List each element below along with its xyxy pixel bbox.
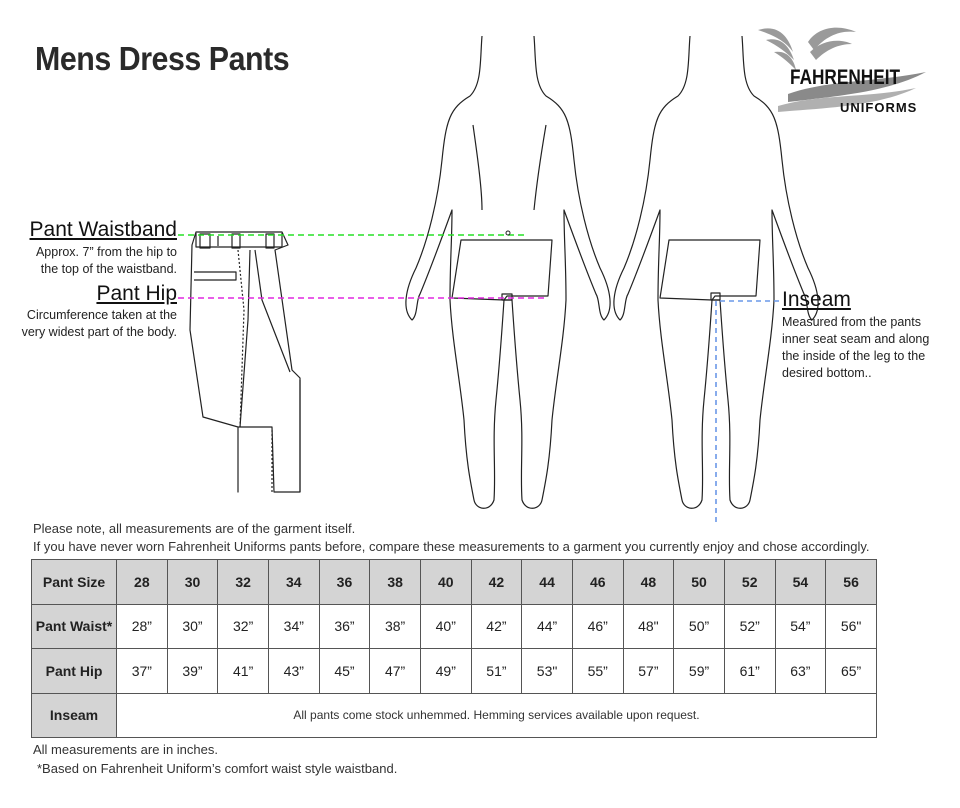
waist-cell: 32”: [217, 603, 269, 649]
hip-cell: 53": [521, 648, 573, 694]
size-cell: 28: [116, 559, 168, 605]
size-cell: 46: [571, 559, 624, 605]
waist-cell: 34”: [267, 603, 320, 649]
logo-wordmark-uniforms: UNIFORMS: [840, 100, 917, 115]
waist-cell: 36”: [318, 603, 371, 649]
waist-cell: 28”: [116, 603, 168, 649]
inseam-description: Measured from the pants inner seat seam …: [782, 314, 929, 382]
size-cell: 48: [622, 559, 675, 605]
size-cell: 52: [723, 559, 776, 605]
row-header: Inseam: [31, 692, 117, 738]
inseam-desc-line: the inside of the leg to the: [782, 349, 926, 363]
hip-cell: 47”: [369, 648, 421, 694]
size-cell: 30: [166, 559, 219, 605]
waist-cell: 54”: [774, 603, 827, 649]
note-garment: Please note, all measurements are of the…: [33, 521, 356, 536]
hip-desc-line: Circumference taken at the: [26, 308, 177, 322]
waist-cell: 30”: [166, 603, 219, 649]
hip-cell: 41”: [217, 648, 269, 694]
waist-cell: 46”: [571, 603, 624, 649]
hip-cell: 59”: [673, 648, 725, 694]
note-comfort-waist: *Based on Fahrenheit Uniform’s comfort w…: [37, 761, 398, 776]
hip-cell: 43”: [267, 648, 320, 694]
size-cell: 50: [673, 559, 725, 605]
row-header: Pant Waist*: [31, 603, 117, 649]
hip-cell: 57”: [622, 648, 675, 694]
note-compare: If you have never worn Fahrenheit Unifor…: [33, 539, 870, 554]
inseam-desc-line: inner seat seam and along: [782, 332, 930, 346]
waist-cell: 52”: [723, 603, 776, 649]
waistband-description: Approx. 7” from the hip to the top of th…: [36, 244, 177, 278]
inseam-heading: Inseam: [782, 288, 851, 311]
hip-desc-line: very widest part of the body.: [21, 325, 177, 339]
size-cell: 36: [318, 559, 371, 605]
front-body-outline: [405, 35, 611, 509]
hip-cell: 63”: [774, 648, 827, 694]
waist-cell: 38”: [369, 603, 421, 649]
hip-cell: 37”: [116, 648, 168, 694]
waistband-desc-line: the top of the waistband.: [40, 262, 177, 276]
size-cell: 32: [217, 559, 269, 605]
page-title: Mens Dress Pants: [35, 40, 290, 77]
waist-cell: 56": [825, 603, 877, 649]
measurement-diagram: [178, 35, 819, 524]
size-cell: 40: [419, 559, 472, 605]
hip-cell: 45”: [318, 648, 371, 694]
hip-description: Circumference taken at the very widest p…: [22, 307, 177, 341]
inseam-desc-line: Measured from the pants: [782, 315, 921, 329]
waist-cell: 50”: [673, 603, 725, 649]
logo-wordmark-fahrenheit: FAHRENHEIT: [790, 66, 900, 89]
hip-heading: Pant Hip: [96, 282, 177, 305]
back-body-outline: [613, 35, 819, 509]
size-cell: 38: [369, 559, 421, 605]
waist-cell: 42”: [470, 603, 523, 649]
waistband-heading: Pant Waistband: [29, 218, 177, 241]
row-header: Pant Size: [31, 559, 117, 605]
size-cell: 44: [521, 559, 573, 605]
hip-cell: 39”: [166, 648, 219, 694]
hip-cell: 65”: [825, 648, 877, 694]
pants-illustration: [189, 231, 301, 493]
size-cell: 54: [774, 559, 827, 605]
waist-cell: 48": [622, 603, 675, 649]
waistband-desc-line: Approx. 7” from the hip to: [35, 245, 177, 259]
hip-cell: 55”: [571, 648, 624, 694]
size-cell: 34: [267, 559, 320, 605]
hip-cell: 49”: [419, 648, 472, 694]
pant-waist-row: Pant Waist*28”30”32”34”36”38”40”42”44”46…: [31, 603, 877, 649]
waist-cell: 40”: [419, 603, 472, 649]
fahrenheit-uniforms-logo: FAHRENHEIT UNIFORMS: [758, 27, 926, 115]
inseam-note-cell: All pants come stock unhemmed. Hemming s…: [116, 692, 877, 738]
size-cell: 56: [825, 559, 877, 605]
inseam-desc-line: desired bottom..: [782, 366, 872, 380]
size-cell: 42: [470, 559, 523, 605]
row-header: Pant Hip: [31, 648, 117, 694]
waist-cell: 44”: [521, 603, 573, 649]
hip-cell: 61”: [723, 648, 776, 694]
note-inches: All measurements are in inches.: [33, 742, 218, 757]
hip-cell: 51”: [470, 648, 523, 694]
